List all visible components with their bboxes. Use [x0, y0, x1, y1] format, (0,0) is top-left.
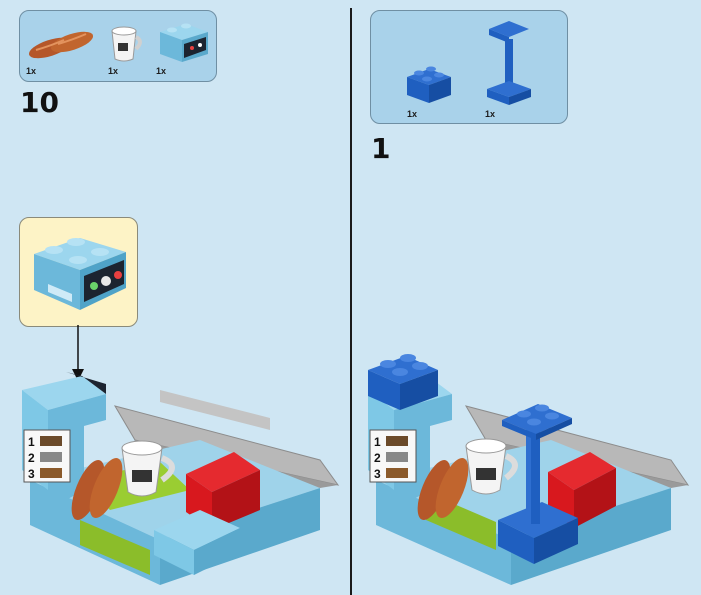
cup-qty: 1x: [108, 66, 119, 76]
right-parts-box: 1x 1x: [370, 10, 568, 124]
blue-brick-2x2-part: [407, 66, 451, 103]
blue-pole-qty: 1x: [485, 109, 496, 119]
coffee-machine-qty: 1x: [156, 66, 167, 76]
right-menu-sign-1: 1: [374, 435, 381, 449]
blue-pole-stand-part: [487, 21, 531, 105]
sub-build-callout: [19, 217, 138, 327]
cup-part: [111, 26, 142, 62]
right-menu-sign-2: 2: [374, 451, 381, 465]
right-menu-sign-3: 3: [374, 467, 381, 481]
bread-rolls-part: [28, 31, 94, 59]
coffee-machine-brick-detail: [34, 238, 126, 310]
left-parts-box: 1x 1x 1x: [19, 10, 217, 82]
right-step-model: 1 2 3: [368, 354, 690, 585]
menu-sign-2: 2: [28, 451, 35, 465]
right-step-number: 1: [371, 132, 391, 165]
menu-sign-1: 1: [28, 435, 35, 449]
left-step-number: 10: [20, 86, 59, 119]
left-step-model: 1 2 3: [22, 372, 340, 585]
bread-qty: 1x: [26, 66, 37, 76]
blue-brick-qty: 1x: [407, 109, 418, 119]
coffee-machine-brick-part: [160, 23, 208, 62]
menu-sign-3: 3: [28, 467, 35, 481]
page-divider: [350, 8, 352, 595]
